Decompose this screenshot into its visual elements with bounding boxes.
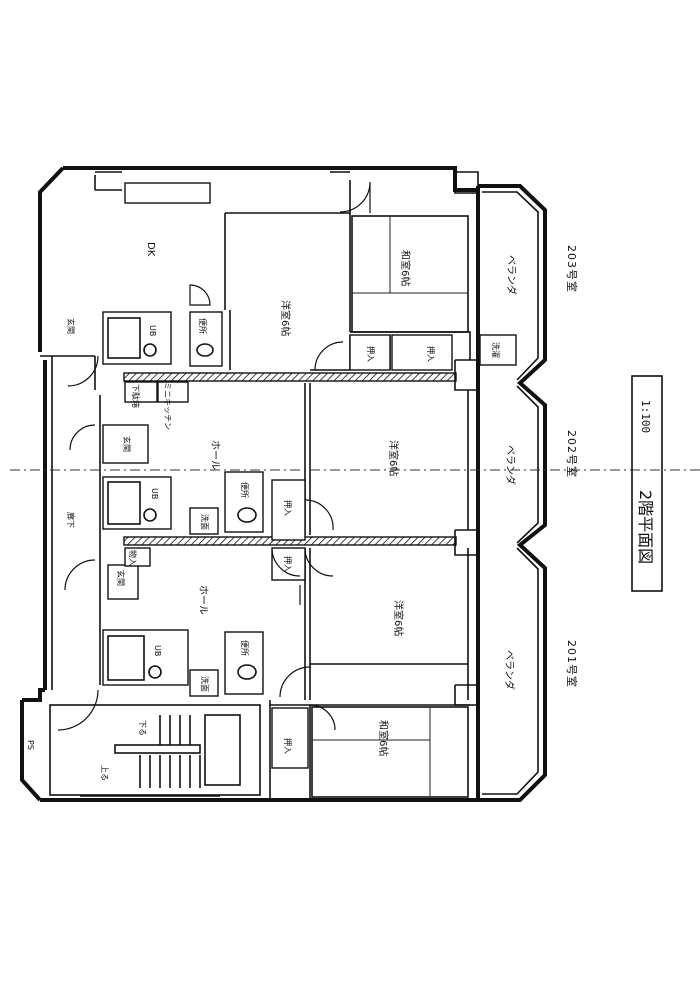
unit-202: 202号室 — [565, 430, 579, 478]
label-washitsu-203: 和室6帖 — [399, 250, 412, 286]
label-toilet-202: 便所 — [240, 482, 250, 498]
label-veranda-202: ベランダ — [504, 445, 517, 485]
label-mini-kitchen: ミニキッチン — [163, 382, 172, 430]
window-marks — [80, 171, 350, 797]
label-veranda-203: ベランダ — [505, 255, 518, 295]
label-ub-203: UB — [148, 325, 157, 336]
label-oshiire-201a: 押入 — [283, 556, 293, 572]
corridor-walls — [40, 355, 101, 690]
label-getabako: 下駄箱 — [131, 384, 141, 408]
unit-201: 201号室 — [565, 640, 579, 688]
label-senmen-202: 洗面 — [200, 514, 210, 530]
label-oshiire-202: 押入 — [283, 500, 293, 516]
label-ub-201: UB — [153, 645, 162, 656]
label-hall-201: ホール — [197, 585, 209, 615]
label-senmen-201: 洗面 — [200, 676, 210, 692]
label-genkan-201: 玄関 — [116, 570, 126, 586]
label-toilet-203: 便所 — [198, 318, 208, 334]
label-oshiire-201b: 押入 — [283, 738, 293, 754]
interior-walls — [94, 171, 479, 800]
label-hall-202: ホール — [209, 440, 221, 470]
label-kuro: 物入 — [128, 550, 138, 566]
label-toilet-201: 便所 — [240, 640, 250, 656]
label-yoshitsu-202: 洋室6帖 — [387, 440, 400, 476]
label-yoshitsu-203: 洋室6帖 — [279, 300, 292, 336]
label-oshiire-203a: 押入 — [366, 346, 376, 362]
label-oshiire-203b: 押入 — [426, 346, 436, 362]
door-swings — [57, 181, 371, 731]
drawing-title: 2階平面図 — [636, 490, 655, 564]
label-genkan-203: 玄関 — [66, 318, 76, 334]
label-dk: DK — [145, 242, 156, 257]
room-labels: DK 洋室6帖 和室6帖 ベランダ 玄関 UB 便所 押入 押入 洗濯 下駄箱 … — [26, 242, 518, 781]
drawing-scale: 1:100 — [639, 400, 652, 433]
label-up: 上る — [100, 765, 109, 781]
title-block: 2階平面図 1:100 — [631, 375, 663, 592]
label-rouka: 廊下 — [66, 512, 76, 528]
staircase — [49, 704, 261, 796]
label-senmen-203: 洗濯 — [491, 342, 501, 358]
label-washitsu-201: 和室6帖 — [377, 720, 390, 756]
label-down: 下る — [138, 720, 147, 736]
label-genkan-202: 玄関 — [122, 436, 132, 452]
fixtures — [102, 215, 517, 798]
unit-labels: 203号室 202号室 201号室 — [565, 245, 579, 688]
unit-203: 203号室 — [565, 245, 579, 293]
label-yoshitsu-201: 洋室6帖 — [392, 600, 405, 636]
label-ps: PS — [26, 740, 35, 750]
label-ub-202: UB — [150, 488, 159, 499]
label-veranda-201: ベランダ — [503, 650, 516, 690]
